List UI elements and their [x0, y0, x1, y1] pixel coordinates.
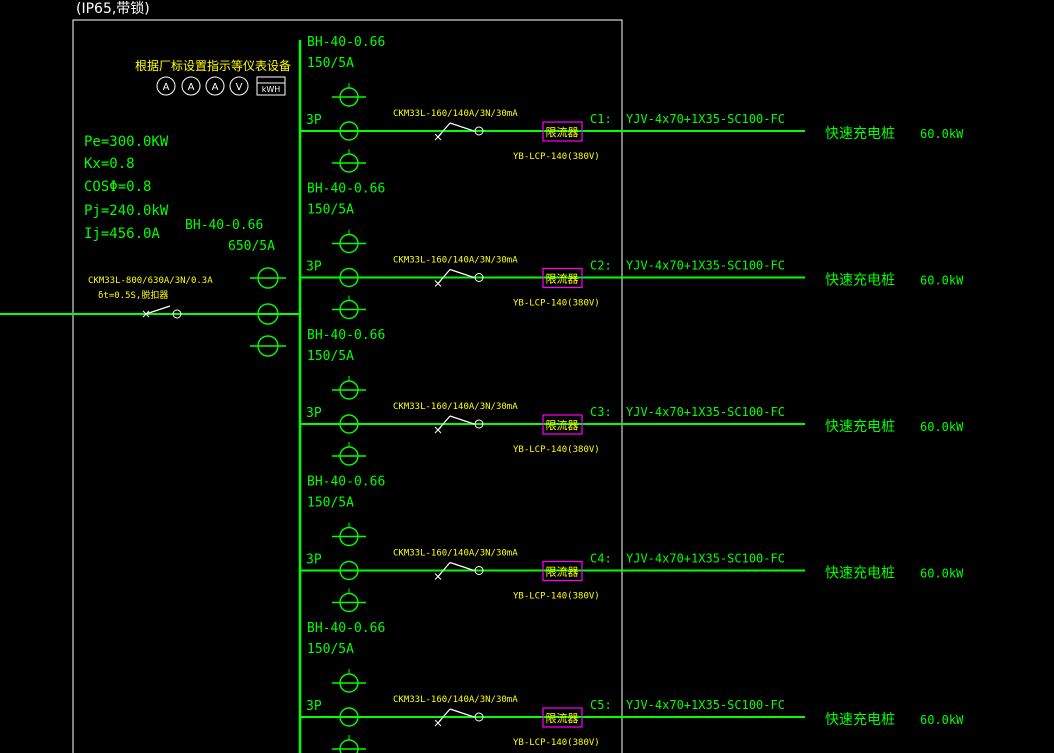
meter-label: V	[236, 82, 243, 93]
ammeter-icon	[156, 76, 176, 96]
branch-limiter-label: 限流器	[546, 125, 579, 139]
branch-breaker-icon	[434, 561, 484, 580]
incoming-breaker-label: CKM33L-800/630A/3N/0.3A	[88, 276, 213, 286]
branch-load-name: 快速充电桩	[825, 711, 895, 728]
branch-breaker-label: CKM33L-160/140A/3N/30mA	[393, 549, 518, 559]
branch-circuit-id: C5:	[590, 698, 612, 712]
branch-cable-spec: YJV-4x70+1X35-SC100-FC	[626, 405, 785, 419]
branch-power: 60.0kW	[920, 127, 964, 141]
meter-label: A	[212, 82, 219, 93]
incoming-ct-icon	[250, 267, 286, 357]
branch-power: 60.0kW	[920, 420, 964, 434]
branch-ct-ratio: 150/5A	[307, 56, 354, 71]
param-ij: Ij=456.0A	[84, 226, 160, 242]
branch-limiter-label: 限流器	[546, 272, 579, 286]
branch-load-name: 快速充电桩	[825, 272, 895, 289]
branch-ct-icon	[332, 522, 366, 613]
kwh-label: kWH	[262, 85, 281, 94]
incoming-ct-type: BH-40-0.66	[185, 218, 263, 233]
load-parameters: Pe=300.0KW Kx=0.8 COSΦ=0.8 Pj=240.0kW Ij…	[84, 134, 169, 242]
voltmeter-icon	[229, 76, 249, 96]
branch-cable-spec: YJV-4x70+1X35-SC100-FC	[626, 259, 785, 273]
current-limiter-icon: 限流器	[542, 121, 583, 142]
branch-circuit-id: C3:	[590, 405, 612, 419]
branch-poles: 3P	[306, 699, 322, 714]
incoming-ct-ratio: 650/5A	[228, 239, 275, 254]
branch-power: 60.0kW	[920, 567, 964, 581]
branch-power: 60.0kW	[920, 713, 964, 727]
meter-note: 根据厂标设置指示等仪表设备	[135, 58, 291, 73]
param-pe: Pe=300.0KW	[84, 134, 169, 150]
branch-ct-type: BH-40-0.66	[307, 621, 385, 636]
branch-ct-type: BH-40-0.66	[307, 182, 385, 197]
branch-limiter-label: 限流器	[546, 565, 579, 579]
incoming-breaker-note: δt=0.5S,脱扣器	[98, 289, 168, 301]
branch-breaker-icon	[434, 708, 484, 727]
branch-breaker-label: CKM33L-160/140A/3N/30mA	[393, 402, 518, 412]
branch-breaker-icon	[434, 122, 484, 141]
branch-load-name: 快速充电桩	[825, 125, 895, 142]
branch-ct-ratio: 150/5A	[307, 349, 354, 364]
panel-header-note: (IP65,带锁)	[76, 1, 150, 17]
branch-poles: 3P	[306, 260, 322, 275]
branch-breaker-icon	[434, 268, 484, 287]
branch-cable-spec: YJV-4x70+1X35-SC100-FC	[626, 698, 785, 712]
branch-breaker-label: CKM33L-160/140A/3N/30mA	[393, 109, 518, 119]
ammeter-icon	[205, 76, 225, 96]
ammeter-icon	[181, 76, 201, 96]
branch-breaker-icon	[434, 415, 484, 434]
param-pj: Pj=240.0kW	[84, 203, 169, 219]
branch-circuit: BH-40-0.66 150/5A 3P CKM33L-160/140A/3N/30m…	[300, 475, 964, 613]
branch-ct-icon	[332, 669, 366, 753]
branch-ct-type: BH-40-0.66	[307, 35, 385, 50]
branch-ct-ratio: 150/5A	[307, 203, 354, 218]
branch-ct-ratio: 150/5A	[307, 642, 354, 657]
branch-limiter-model: YB-LCP-140(380V)	[513, 738, 600, 748]
branch-cable-spec: YJV-4x70+1X35-SC100-FC	[626, 112, 785, 126]
incoming-breaker-icon	[142, 305, 182, 319]
branch-breaker-label: CKM33L-160/140A/3N/30mA	[393, 695, 518, 705]
meter-group: A A A V kWH	[156, 76, 286, 96]
branch-cable-spec: YJV-4x70+1X35-SC100-FC	[626, 552, 785, 566]
current-limiter-icon: 限流器	[542, 414, 583, 435]
branch-circuit: BH-40-0.66 150/5A 3P CKM33L-160/140A/3N/30m…	[300, 621, 964, 753]
panel-enclosure	[72, 19, 623, 753]
branch-limiter-model: YB-LCP-140(380V)	[513, 299, 600, 309]
meter-label: A	[188, 82, 195, 93]
branch-load-name: 快速充电桩	[825, 565, 895, 582]
branch-poles: 3P	[306, 406, 322, 421]
branch-ct-type: BH-40-0.66	[307, 328, 385, 343]
branch-circuit: BH-40-0.66 150/5A 3P CKM33L-160/140A/3N/30m…	[300, 182, 964, 320]
meter-label: A	[163, 82, 170, 93]
branch-ct-ratio: 150/5A	[307, 496, 354, 511]
branch-limiter-model: YB-LCP-140(380V)	[513, 445, 600, 455]
current-limiter-icon: 限流器	[542, 707, 583, 728]
branch-ct-icon	[332, 376, 366, 466]
branch-limiter-label: 限流器	[546, 711, 579, 725]
kwh-meter-icon	[256, 76, 286, 96]
branch-power: 60.0kW	[920, 274, 964, 288]
branch-ct-icon	[332, 83, 366, 173]
branch-circuits: BH-40-0.66 150/5A 3P CKM33L-160/140A/3N/30m…	[300, 35, 964, 753]
branch-circuit-id: C2:	[590, 259, 612, 273]
current-limiter-icon: 限流器	[542, 560, 583, 582]
branch-poles: 3P	[306, 553, 322, 568]
param-cos: COSΦ=0.8	[84, 179, 151, 195]
branch-load-name: 快速充电桩	[825, 418, 895, 435]
branch-circuit-id: C4:	[590, 552, 612, 566]
branch-breaker-label: CKM33L-160/140A/3N/30mA	[393, 256, 518, 266]
branch-limiter-label: 限流器	[546, 418, 579, 432]
param-kx: Kx=0.8	[84, 156, 135, 172]
current-limiter-icon: 限流器	[542, 267, 583, 289]
branch-circuit-id: C1:	[590, 112, 612, 126]
branch-poles: 3P	[306, 113, 322, 128]
branch-ct-icon	[332, 229, 366, 320]
branch-limiter-model: YB-LCP-140(380V)	[513, 592, 600, 602]
branch-limiter-model: YB-LCP-140(380V)	[513, 152, 600, 162]
branch-circuit: BH-40-0.66 150/5A 3P CKM33L-160/140A/3N/30m…	[300, 328, 964, 466]
branch-circuit: BH-40-0.66 150/5A 3P CKM33L-160/140A/3N/30m…	[300, 35, 964, 173]
branch-ct-type: BH-40-0.66	[307, 475, 385, 490]
